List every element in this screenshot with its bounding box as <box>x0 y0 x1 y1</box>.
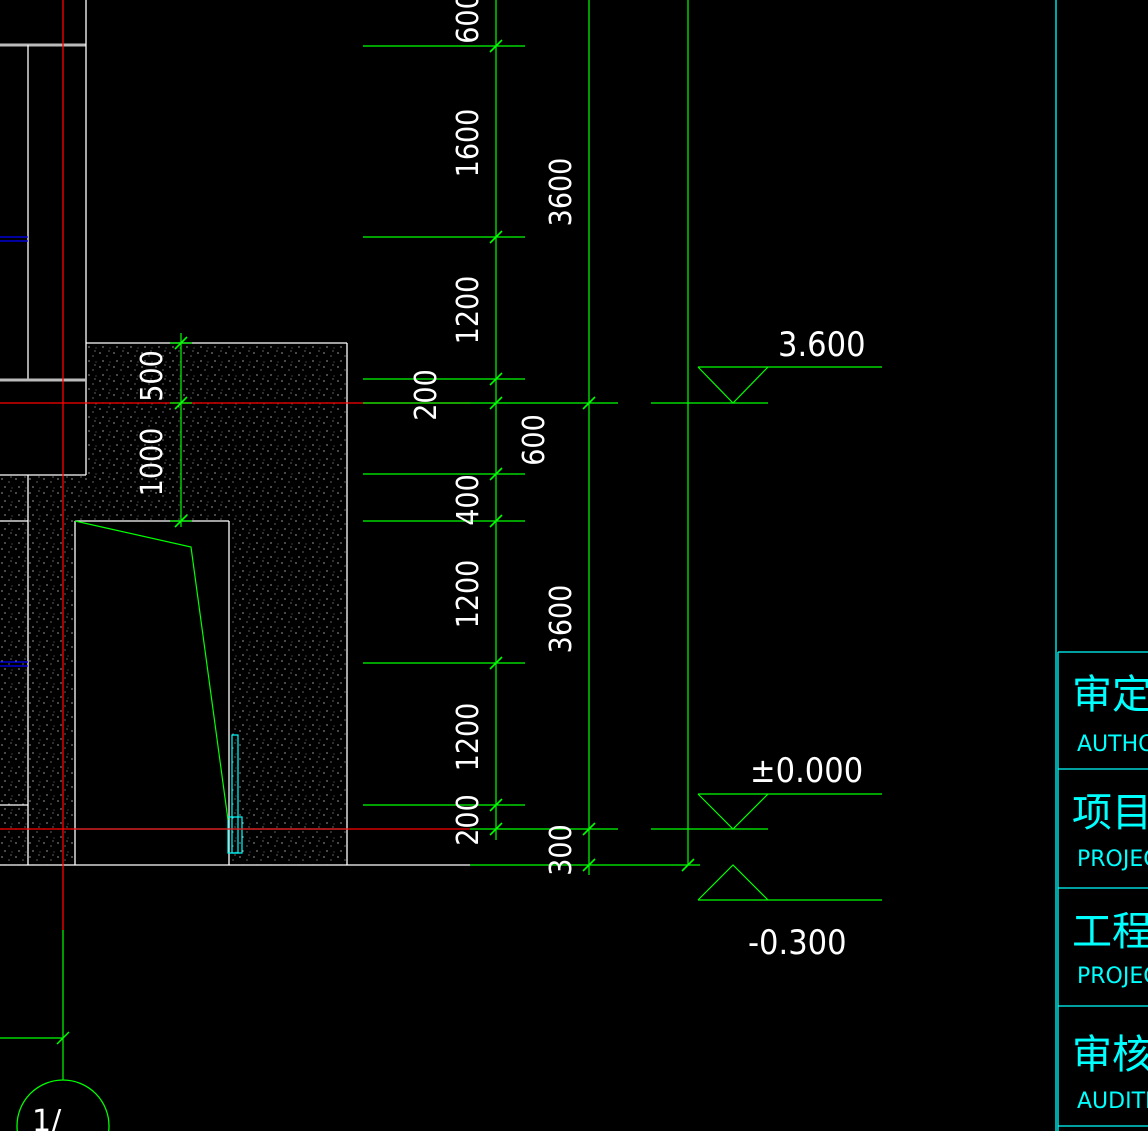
door-swing-line <box>74 520 229 821</box>
dim-text: 1600 <box>451 109 486 178</box>
outer-dimension-texts: 3600 600 3600 300 <box>517 158 579 876</box>
title-block-cn-label: 工程主持人 <box>1072 909 1148 955</box>
wall-dimension-texts: 500 1000 <box>135 350 170 496</box>
dim-text: 1200 <box>451 560 486 629</box>
dim-text: 600 <box>517 414 552 466</box>
elevation-label: 3.600 <box>778 325 866 365</box>
elevation-label: ±0.000 <box>750 751 863 791</box>
title-block-en-label: PROJECT <box>1077 964 1148 989</box>
title-block-cn-label: 审核人 <box>1072 1032 1148 1078</box>
title-block-cn-label: 审定人 <box>1072 672 1148 718</box>
inner-dimension-texts: 600 1600 1200 200 400 1200 1200 200 <box>409 0 486 846</box>
concrete-wall <box>0 343 347 865</box>
elevation-label: -0.300 <box>748 923 847 963</box>
title-block-en-label: AUTHOR <box>1077 732 1148 757</box>
dim-text: 1200 <box>451 703 486 772</box>
tick-marks <box>174 39 695 872</box>
title-block-en-label: AUDITE <box>1077 1089 1148 1114</box>
dim-text: 3600 <box>544 158 579 227</box>
dim-text: 1200 <box>451 276 486 345</box>
dim-text: 300 <box>544 824 579 876</box>
dim-text: 3600 <box>544 585 579 654</box>
axis-label: 1/ <box>32 1104 62 1131</box>
title-block: 审定人 AUTHOR 项目负责人 PROJECT 工程主持人 PROJECT 审… <box>1055 0 1148 1131</box>
dimension-lines <box>170 0 768 875</box>
dim-text: 1000 <box>135 428 170 497</box>
elevation-marker-top: 3.600 <box>697 325 882 404</box>
dim-text: 600 <box>451 0 486 44</box>
dim-text: 400 <box>451 474 486 526</box>
dim-text: 200 <box>409 369 444 421</box>
glazing-lines <box>0 236 28 667</box>
dim-text: 200 <box>451 794 486 846</box>
dim-text: 500 <box>135 350 170 402</box>
building-outline <box>0 0 470 866</box>
title-block-en-label: PROJECT <box>1077 847 1148 872</box>
elevation-marker-base: -0.300 <box>697 864 882 963</box>
elevation-marker-ground: ±0.000 <box>697 751 882 830</box>
axis-bubble: 1/ <box>0 930 110 1131</box>
title-block-cn-label: 项目负责人 <box>1072 790 1148 836</box>
